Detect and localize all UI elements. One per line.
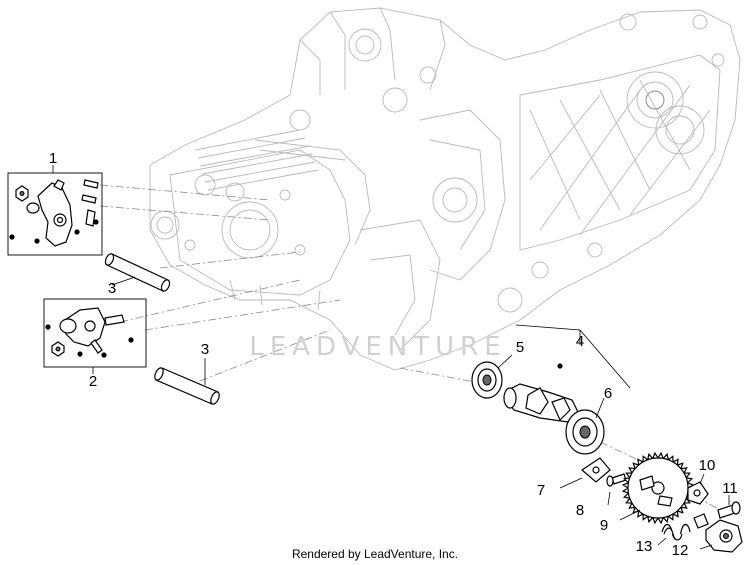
callout-4: 4: [576, 333, 584, 350]
callout-3-upper: 3: [108, 280, 116, 297]
callout-2: 2: [89, 373, 97, 390]
decompressor-assembly-12: [693, 513, 743, 553]
rocker-arm-kit-2: [43, 298, 147, 374]
callout-6: 6: [604, 385, 612, 402]
callout-11: 11: [722, 480, 738, 497]
retaining-plate-7: [559, 457, 611, 489]
callout-1: 1: [49, 150, 57, 167]
screw-11: [717, 495, 741, 519]
callout-8: 8: [576, 502, 584, 519]
engine-crankcase-illustration: [149, 7, 741, 371]
rocker-shaft-lower: [154, 358, 220, 405]
bolt-8: [606, 473, 627, 506]
callout-3-lower: 3: [201, 341, 209, 358]
callout-10: 10: [699, 457, 716, 474]
callout-12: 12: [672, 542, 689, 559]
decompressor-weight-10: [687, 473, 709, 505]
spring-13: [657, 523, 691, 546]
rocker-shaft-upper: [104, 253, 171, 292]
footer-credit: Rendered by LeadVenture, Inc.: [292, 547, 458, 561]
camshaft-group-4: [471, 324, 631, 455]
callout-7: 7: [537, 482, 545, 499]
cam-sprocket-9: [619, 451, 695, 525]
watermark-text: LEADVENTURE: [249, 332, 506, 362]
callout-labels: 1 2 3 3 4 5 6 7 8 9 10 11 12 13: [49, 150, 738, 559]
rocker-arm-kit-1: [7, 165, 103, 256]
callout-13: 13: [636, 538, 653, 555]
callout-9: 9: [600, 517, 608, 534]
alignment-guide-lines: [99, 184, 721, 511]
callout-5: 5: [516, 339, 524, 356]
